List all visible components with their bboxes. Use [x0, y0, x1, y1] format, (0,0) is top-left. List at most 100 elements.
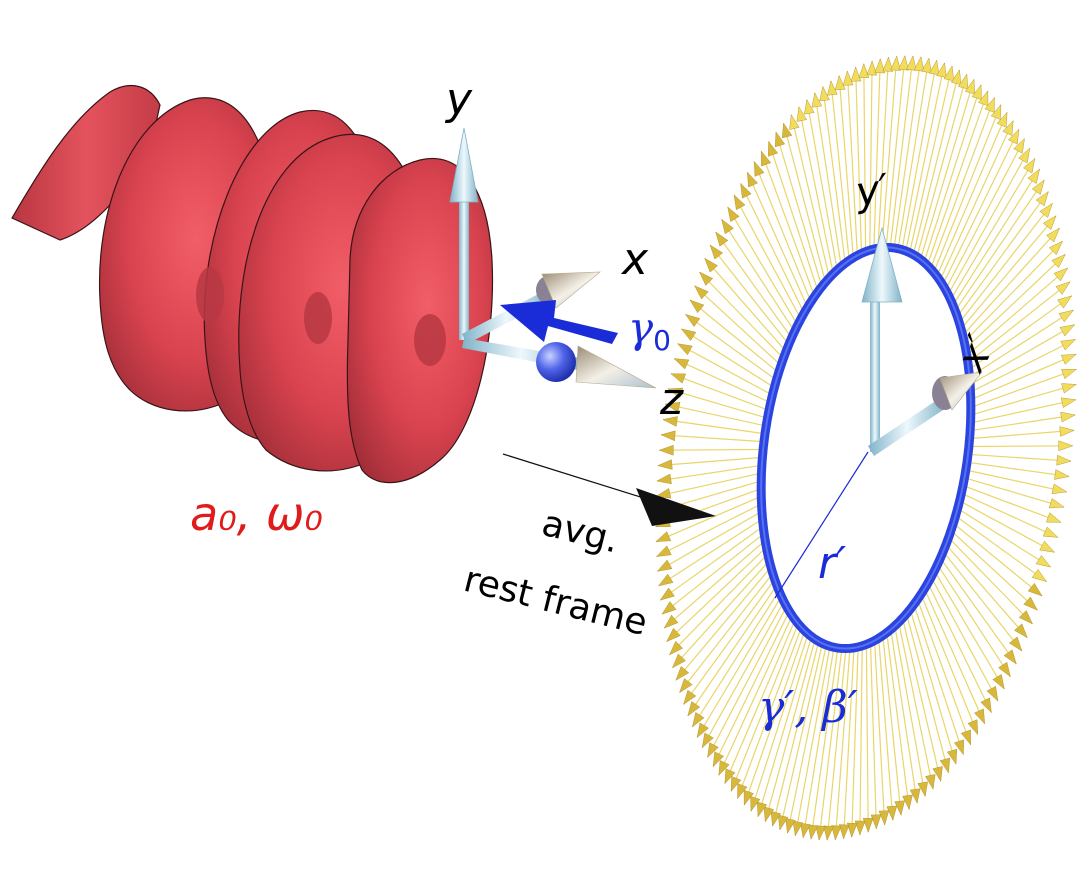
- momentum-arrow-head: [718, 760, 730, 776]
- momentum-arrow-head: [909, 788, 921, 804]
- momentum-arrow-shaft: [660, 434, 765, 443]
- momentum-arrow-shaft: [656, 464, 762, 482]
- momentum-arrow-shaft: [923, 588, 986, 724]
- momentum-arrow-head: [921, 57, 932, 74]
- momentum-arrow-head: [680, 328, 697, 341]
- momentum-arrow-head: [777, 814, 789, 831]
- momentum-arrow-shaft: [679, 573, 774, 693]
- momentum-arrow-shaft: [889, 55, 914, 248]
- momentum-arrow-head: [733, 194, 746, 211]
- momentum-arrow-shaft: [675, 566, 772, 681]
- momentum-arrow-shaft: [859, 645, 863, 836]
- momentum-arrow-head: [770, 811, 782, 827]
- momentum-arrow-shaft: [966, 461, 1070, 478]
- momentum-arrow-head: [1039, 540, 1055, 553]
- momentum-arrow-shaft: [666, 546, 767, 643]
- momentum-arrow-head: [917, 781, 928, 797]
- momentum-arrow-head: [1023, 596, 1038, 611]
- momentum-arrow-head: [946, 748, 958, 765]
- momentum-arrow-shaft: [764, 639, 816, 822]
- label-axis-x: x: [620, 234, 649, 285]
- momentum-arrow-shaft: [743, 630, 806, 806]
- momentum-arrow-head: [1008, 636, 1023, 652]
- momentum-arrow-head: [823, 825, 834, 841]
- momentum-arrow-head: [964, 78, 976, 95]
- momentum-arrow-shaft: [659, 525, 764, 601]
- momentum-arrow-shaft: [746, 172, 809, 308]
- momentum-arrow-shaft: [877, 57, 890, 249]
- momentum-arrow-shaft: [677, 343, 773, 396]
- momentum-arrow-shaft: [790, 114, 830, 278]
- momentum-arrow-head: [1018, 610, 1033, 625]
- axis-y-head: [449, 127, 479, 203]
- momentum-arrow-head: [1002, 120, 1014, 136]
- momentum-arrow-head: [796, 106, 807, 122]
- momentum-arrow-shaft: [936, 112, 1008, 277]
- momentum-arrow-shaft: [881, 56, 898, 248]
- laser-helix-core-3: [414, 314, 446, 366]
- momentum-arrow-head: [1035, 191, 1049, 207]
- momentum-arrow-shaft: [681, 328, 775, 389]
- momentum-arrow-shaft: [855, 67, 863, 254]
- momentum-arrow-shaft: [794, 646, 831, 836]
- momentum-arrow-head: [753, 160, 765, 177]
- momentum-arrow-head: [950, 69, 962, 85]
- momentum-arrow-shaft: [961, 492, 1059, 538]
- momentum-arrow-shaft: [953, 522, 1043, 597]
- momentum-arrow-head: [656, 473, 672, 485]
- momentum-arrow-shaft: [919, 79, 975, 260]
- momentum-arrow-shaft: [874, 640, 886, 825]
- momentum-arrow-head: [1048, 240, 1063, 256]
- momentum-arrow-head: [696, 722, 709, 739]
- momentum-arrow-head: [939, 757, 951, 774]
- momentum-arrow-shaft: [913, 604, 964, 755]
- momentum-arrow-head: [984, 96, 995, 113]
- momentum-arrow-head: [902, 794, 913, 811]
- momentum-arrow-head: [878, 810, 890, 826]
- momentum-arrow-shaft: [886, 632, 910, 810]
- momentum-arrow-head: [986, 685, 999, 702]
- momentum-arrow-shaft: [771, 641, 820, 827]
- momentum-arrow-head: [707, 742, 719, 758]
- momentum-arrow-head: [743, 789, 754, 806]
- momentum-arrow-shaft: [966, 267, 1069, 357]
- momentum-arrow-shaft: [960, 215, 1057, 330]
- momentum-arrow-head: [669, 640, 684, 656]
- momentum-arrow-head: [763, 806, 775, 823]
- laser-helix-tail: [11, 84, 161, 241]
- momentum-arrow-head: [730, 776, 742, 792]
- momentum-arrow-shaft: [806, 99, 838, 271]
- label-axis-xp: x′: [947, 328, 1004, 380]
- electron-ball: [536, 342, 576, 382]
- momentum-arrow-shaft: [665, 403, 767, 427]
- momentum-arrow-shaft: [736, 627, 802, 799]
- axis-z-head: [575, 345, 657, 389]
- momentum-arrow-shaft: [838, 75, 854, 258]
- momentum-arrow-head: [992, 674, 1005, 690]
- momentum-arrow-shaft: [912, 69, 961, 255]
- momentum-arrow-shaft: [950, 158, 1036, 301]
- momentum-arrow-shaft: [659, 448, 764, 451]
- momentum-arrow-shaft: [878, 638, 894, 821]
- momentum-arrow-shaft: [945, 544, 1028, 639]
- momentum-arrow-shaft: [760, 150, 816, 297]
- momentum-arrow-head: [1060, 397, 1077, 408]
- axis-yp-head: [861, 226, 903, 303]
- momentum-arrow-head: [781, 122, 793, 139]
- momentum-arrow-shaft: [901, 60, 938, 250]
- momentum-arrow-head: [890, 55, 901, 71]
- momentum-arrow-head: [1018, 147, 1031, 164]
- momentum-arrow-head: [1046, 512, 1062, 523]
- momentum-arrow-head: [1060, 339, 1077, 351]
- momentum-arrow-head: [1023, 157, 1036, 174]
- momentum-arrow-head: [894, 800, 905, 816]
- momentum-arrow-head: [953, 739, 965, 756]
- momentum-arrow-shaft: [962, 485, 1062, 523]
- momentum-arrow-shaft: [885, 55, 906, 248]
- momentum-arrow-head: [996, 111, 1008, 128]
- momentum-arrow-shaft: [893, 56, 922, 249]
- momentum-arrow-head: [737, 783, 748, 800]
- momentum-arrow-shaft: [882, 635, 902, 816]
- label-axis-y: y: [444, 74, 473, 125]
